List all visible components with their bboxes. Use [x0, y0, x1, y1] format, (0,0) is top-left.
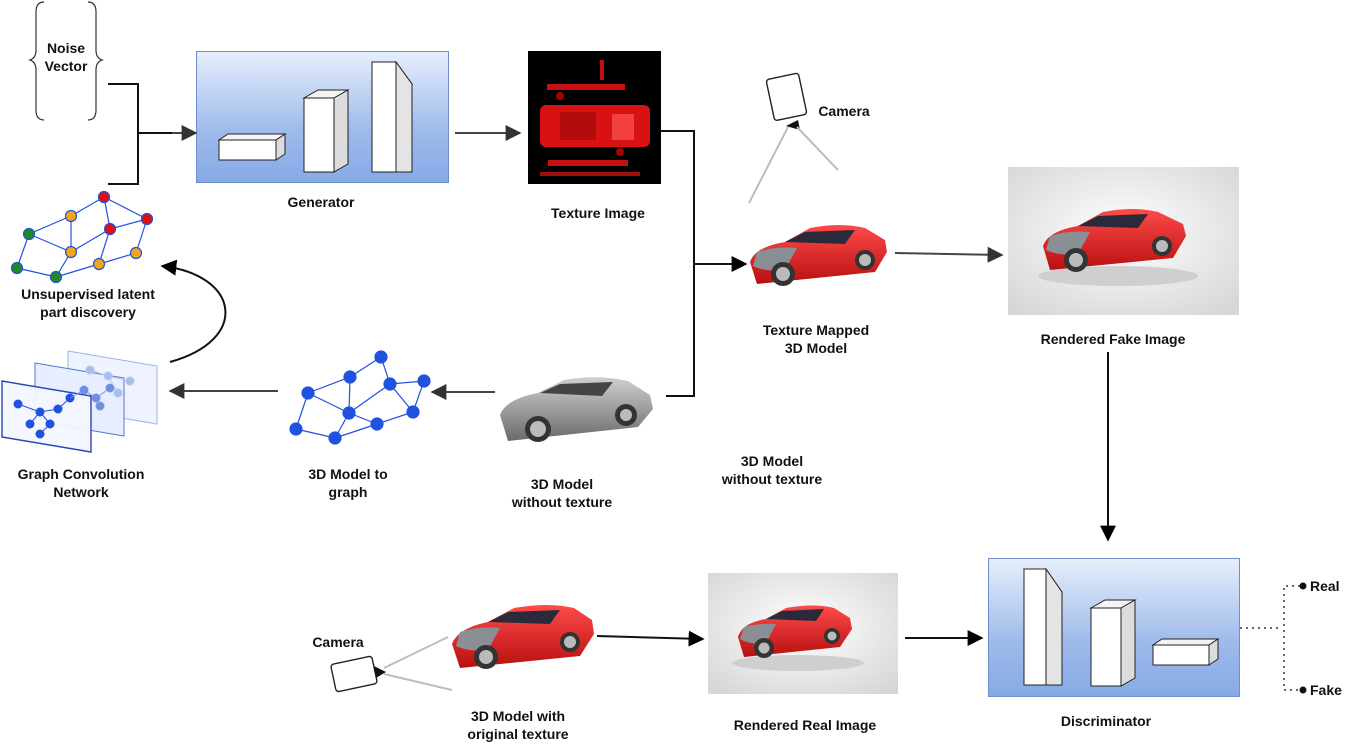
generator-label: Generator	[287, 194, 355, 210]
real-output-label: Real	[1310, 578, 1340, 594]
fake-output-label: Fake	[1310, 682, 1342, 698]
latent-part-graph	[10, 190, 154, 284]
generator-layers	[217, 60, 413, 173]
model-without-texture-label: 3D Model without texture	[511, 476, 613, 510]
model-to-fake-image-arrow	[894, 246, 1004, 263]
camera-bottom-label: Camera	[312, 634, 364, 650]
rendered-real-image	[708, 573, 898, 694]
texture-image	[528, 51, 661, 184]
untextured-car-model	[500, 377, 653, 442]
rendered-fake-image	[1008, 167, 1239, 315]
model-to-graph-label: 3D Model to graph	[308, 466, 388, 500]
textured-car-model	[750, 225, 887, 286]
texture-mapped-model-label: Texture Mapped 3D Model	[762, 322, 870, 356]
camera-top-icon	[748, 72, 839, 204]
noise-vector-label: Noise Vector	[44, 40, 88, 74]
real-output-dot	[1299, 582, 1307, 590]
model-original-texture-label: 3D Model with original texture	[467, 708, 569, 742]
rendered-real-image-label: Rendered Real Image	[733, 717, 877, 733]
camera-top-label: Camera	[818, 103, 870, 119]
original-texture-car-model	[452, 605, 594, 669]
model-graph	[289, 350, 431, 445]
rendered-fake-image-label: Rendered Fake Image	[1040, 331, 1186, 347]
fake-output-dot	[1299, 686, 1307, 694]
discriminator-label: Discriminator	[1060, 713, 1152, 729]
noise-vector-brace	[28, 1, 104, 121]
unsupervised-discovery-label: Unsupervised latent part discovery	[21, 286, 155, 320]
discriminator-layers	[1023, 567, 1220, 687]
texture-image-label: Texture Image	[551, 205, 645, 221]
model-to-real-image-arrow	[596, 630, 705, 647]
discriminator-output-connector	[1240, 585, 1300, 691]
noise-to-generator-connector	[108, 83, 172, 185]
model-without-texture-label-2: 3D Model without texture	[721, 453, 823, 487]
graph-conv-network-label: Graph Convolution Network	[17, 466, 145, 500]
gcn-planes	[1, 350, 158, 453]
camera-bottom-icon	[330, 636, 453, 693]
gcn-to-latent-arrow	[160, 259, 227, 363]
